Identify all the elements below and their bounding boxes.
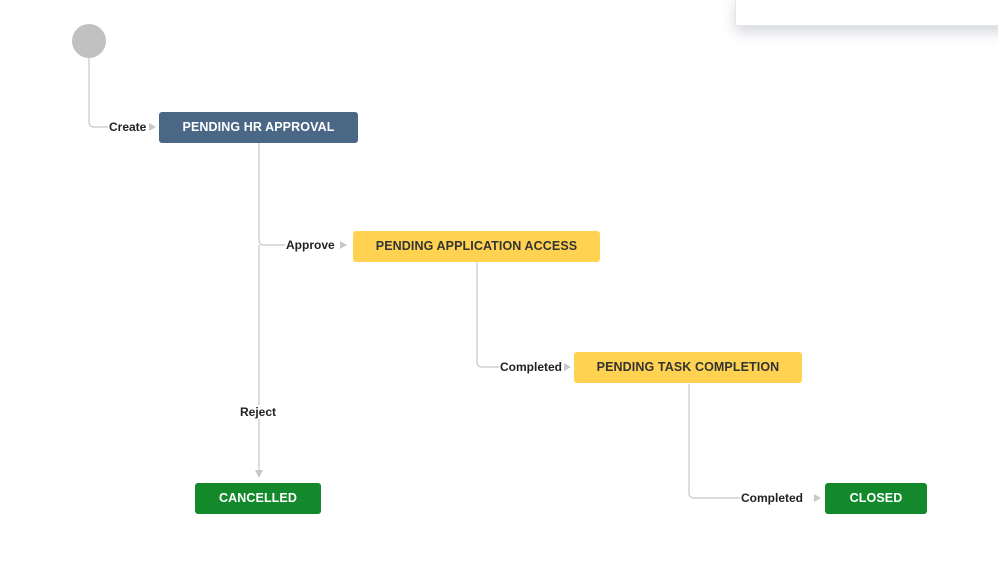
approve-arrow-icon: [340, 241, 347, 249]
status-closed[interactable]: CLOSED: [825, 483, 927, 514]
transition-label-approve[interactable]: Approve: [285, 238, 336, 252]
start-node[interactable]: [72, 24, 106, 58]
reject-arrow-icon: [255, 470, 263, 478]
completed-1-arrow-icon: [564, 363, 571, 371]
completed-2-arrow-icon: [814, 494, 821, 502]
transition-label-completed-1[interactable]: Completed: [499, 360, 564, 374]
transition-label-create[interactable]: Create: [108, 120, 148, 134]
transition-label-reject[interactable]: Reject: [239, 405, 278, 419]
transition-label-completed-2[interactable]: Completed: [740, 491, 805, 505]
status-pending-task-completion[interactable]: PENDING TASK COMPLETION: [574, 352, 802, 383]
floating-panel: [735, 0, 998, 26]
status-cancelled[interactable]: CANCELLED: [195, 483, 321, 514]
status-pending-hr-approval[interactable]: PENDING HR APPROVAL: [159, 112, 358, 143]
create-arrow-icon: [149, 123, 156, 131]
completed-2-connector: [688, 384, 741, 499]
create-connector: [88, 58, 109, 128]
completed-1-connector: [476, 262, 500, 368]
approve-connector: [258, 143, 286, 246]
status-pending-application-access[interactable]: PENDING APPLICATION ACCESS: [353, 231, 600, 262]
